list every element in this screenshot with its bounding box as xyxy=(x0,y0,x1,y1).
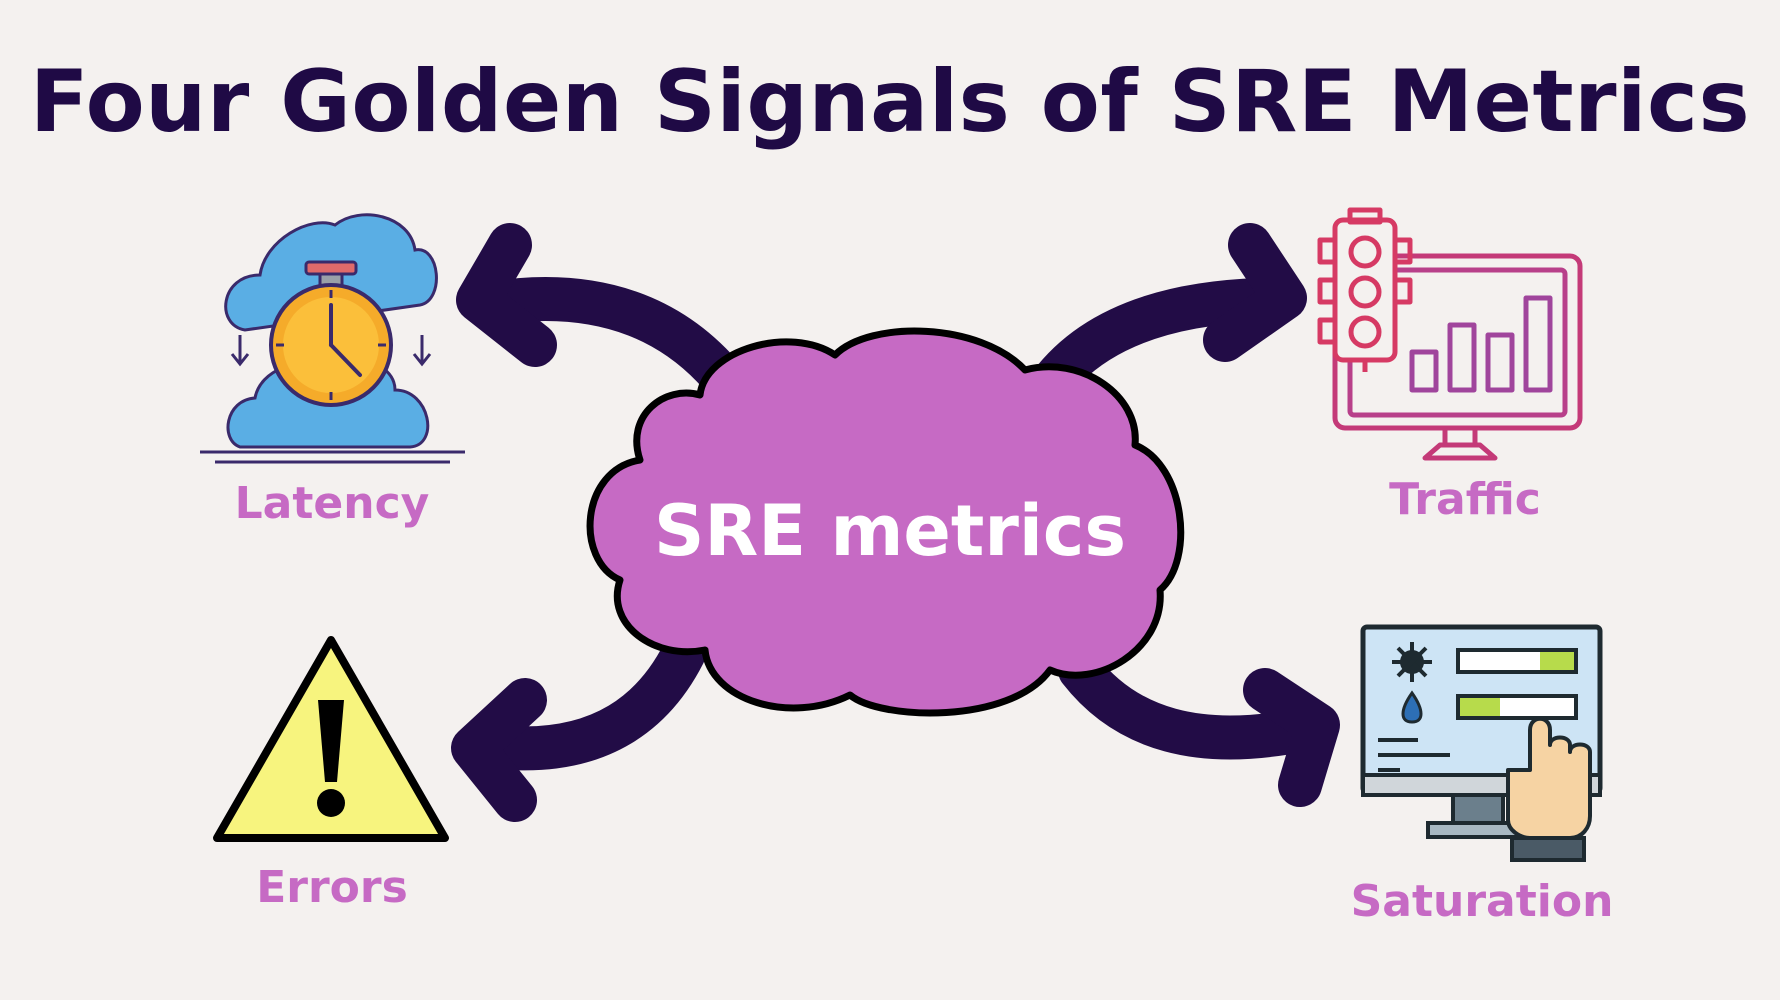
stopwatch-cloud-icon xyxy=(200,213,465,464)
page-title: Four Golden Signals of SRE Metrics xyxy=(29,52,1751,152)
traffic-light-monitor-icon xyxy=(1317,207,1583,461)
arrow-to-latency xyxy=(456,223,747,402)
traffic-label: Traffic xyxy=(1389,474,1541,525)
latency-label: Latency xyxy=(234,478,430,529)
errors-label: Errors xyxy=(256,862,408,913)
arrow-to-errors xyxy=(451,618,712,822)
dashboard-monitor-hand-icon xyxy=(1360,624,1603,862)
warning-triangle-icon xyxy=(213,636,449,842)
arrow-to-traffic xyxy=(1028,223,1307,407)
arrow-to-saturation xyxy=(1058,648,1340,807)
saturation-label: Saturation xyxy=(1350,876,1614,927)
center-label: SRE metrics xyxy=(653,490,1127,572)
sre-metrics-cloud xyxy=(586,327,1185,717)
